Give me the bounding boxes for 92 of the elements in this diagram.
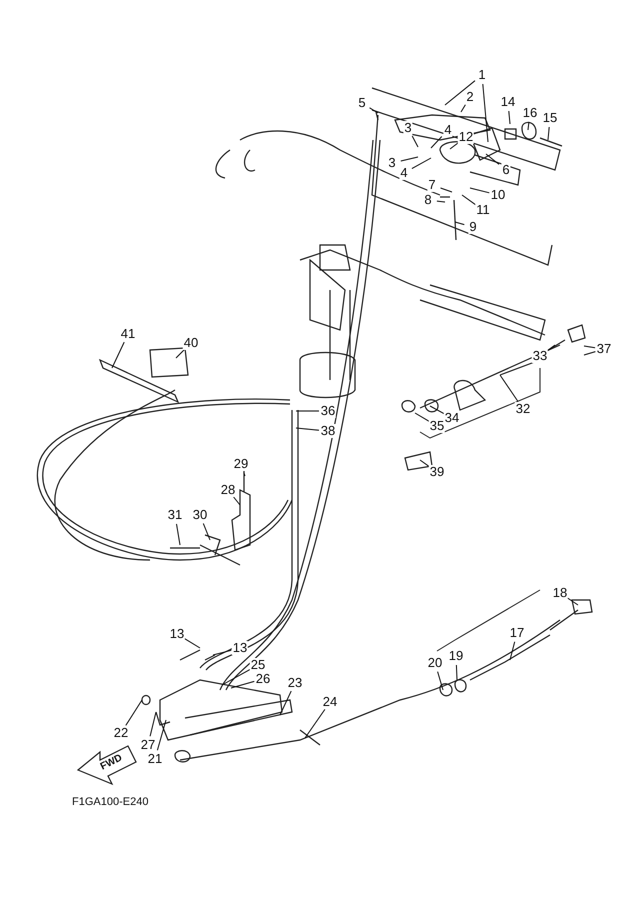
leader-line [437,671,444,690]
callout-number: 6 [501,163,511,177]
callout-number: 26 [254,672,272,686]
callout-number: 39 [428,465,446,479]
leader-line [112,342,125,368]
leader-line [222,668,251,686]
callout-number: 22 [112,726,130,740]
leader-line [420,460,430,468]
callout-number: 27 [140,738,156,752]
leader-line [470,188,490,194]
callout-number: 25 [250,658,266,672]
leader-line [233,496,240,506]
leader-line [280,690,292,716]
leader-line [460,104,466,112]
callout-number: 30 [192,508,208,522]
callout-number: 20 [426,656,444,670]
leader-line [243,472,246,476]
callout-number: 3 [403,121,413,135]
callout-number: 21 [146,752,164,766]
callout-number: 12 [458,130,474,144]
callout-number: 17 [508,626,526,640]
callout-number: 29 [232,457,250,471]
leader-line [296,410,320,412]
leader-line [482,84,488,142]
callout-number: 4 [399,166,409,180]
leader-line [546,344,556,352]
callout-number: 33 [532,349,548,363]
callout-number: 19 [448,649,464,663]
leader-line [304,708,326,738]
callout-number: 1 [477,68,487,82]
callout-number: 28 [220,483,236,497]
leader-line [369,107,378,114]
leader-line [462,194,476,206]
callout-number: 37 [596,342,612,356]
callout-number: 15 [542,111,558,125]
callout-number: 11 [475,203,491,217]
leader-line [202,522,210,540]
callout-number: 32 [514,402,532,416]
callout-number: 3 [387,156,397,170]
leader-line [176,523,180,546]
callout-number: 9 [468,220,478,234]
leader-line [150,712,156,737]
figure-code: F1GA100-E240 [72,796,148,808]
callout-number: 41 [120,327,136,341]
leader-line [500,374,518,402]
callout-number: 18 [552,586,568,600]
callout-number: 13 [232,641,248,655]
leader-line [230,680,255,688]
leader-line [156,720,166,751]
leader-line [125,700,142,726]
leader-line [296,428,320,431]
leader-line [176,348,186,358]
callout-number: 10 [490,188,506,202]
callout-number: 35 [428,419,446,433]
callout-number: 14 [500,95,516,109]
callout-number: 23 [286,676,304,690]
direction-label: FWD [98,752,124,773]
callout-number: 38 [320,424,336,438]
callout-number: 2 [465,90,475,104]
callout-number: 34 [444,411,460,425]
leader-line [567,598,578,606]
callout-number: 36 [320,404,336,418]
callout-number: 5 [357,96,367,110]
callout-number: 13 [168,627,186,641]
leader-line [400,156,418,162]
leader-line [212,650,232,656]
leader-line [184,638,200,648]
leader-line [456,664,458,680]
callout-number: 4 [443,123,453,137]
leader-line [584,351,596,356]
leader-line [440,188,452,192]
callout-number: 24 [322,695,338,709]
leader-line [411,158,432,170]
leader-line [430,406,445,414]
leader-line [412,136,418,148]
callout-number: 40 [182,336,200,350]
leader-line [508,110,510,124]
leader-line [528,121,530,130]
leader-line [414,412,430,422]
leader-line [450,142,460,150]
callout-number: 8 [423,193,433,207]
leader-line [510,641,516,660]
leader-line [548,126,550,140]
leader-line [430,136,442,148]
leader-line [584,346,596,348]
leader-line [444,80,476,106]
callout-number: 7 [427,178,437,192]
callout-number: 16 [522,106,538,120]
leader-line [436,200,446,202]
leader-line [486,154,500,165]
leader-line [454,222,465,226]
callout-number: 31 [166,508,184,522]
